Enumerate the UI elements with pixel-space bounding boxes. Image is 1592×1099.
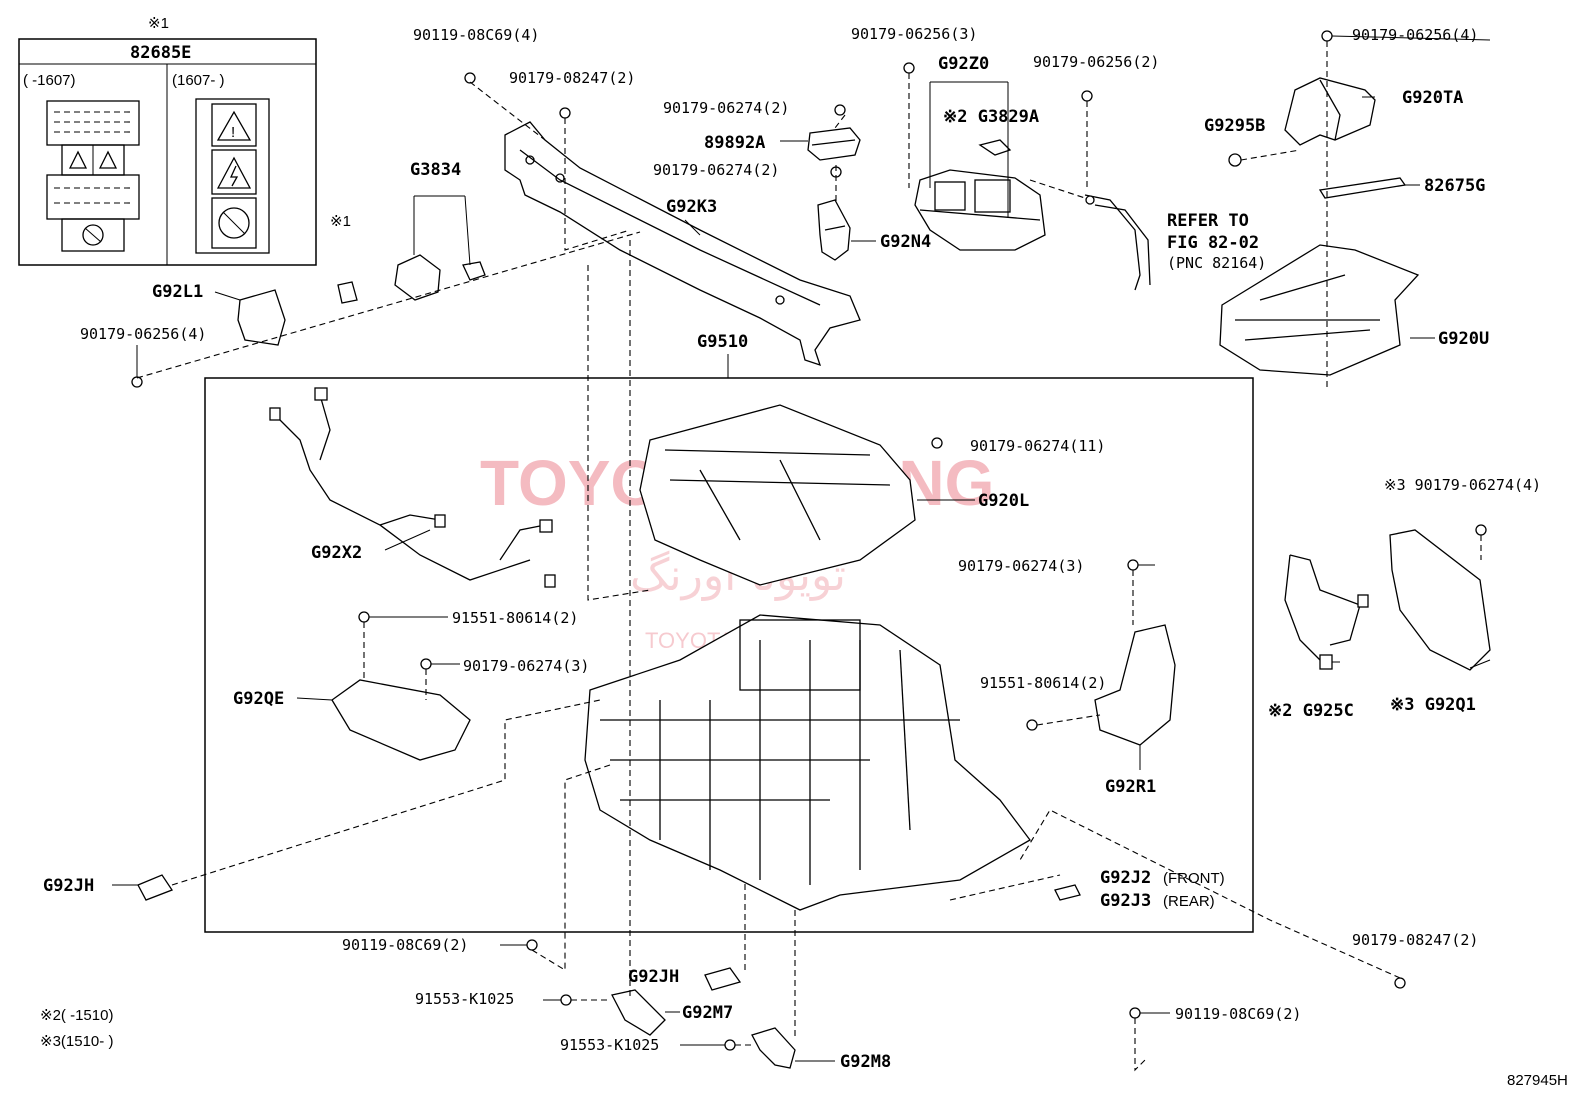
label-90179-06256-3: 90179-06256(3) <box>851 25 977 43</box>
part-g92qe <box>331 679 471 761</box>
part-g92k3 <box>504 121 861 367</box>
label-g92qe: G92QE <box>233 689 284 709</box>
label-g92n4: G92N4 <box>880 232 931 252</box>
part-cable-ref <box>1084 194 1151 291</box>
label-refer-3: (PNC 82164) <box>1167 254 1266 272</box>
label-90179-08247-2: 90179-08247(2) <box>509 69 635 87</box>
label-90179-06256-4-l: 90179-06256(4) <box>80 325 206 343</box>
part-g92r1 <box>1094 624 1176 746</box>
label-drawing-new: ! <box>195 98 270 254</box>
label-90179-06256-2: 90179-06256(2) <box>1033 53 1159 71</box>
dashed-assembly-lines <box>136 41 1482 1072</box>
label-rear: (REAR) <box>1163 893 1215 910</box>
inset-note-mark: ※1 <box>148 15 169 32</box>
label-g92jh-bottom: G92JH <box>628 967 679 987</box>
label-note1-small: ※1 <box>330 213 351 230</box>
label-90179-06274-2-b: 90179-06274(2) <box>653 161 779 179</box>
figure-id: 827945H <box>1507 1072 1568 1089</box>
label-90179-08247-2-r: 90179-08247(2) <box>1352 931 1478 949</box>
label-g3834: G3834 <box>410 160 461 180</box>
leader-lines <box>112 35 1491 1062</box>
inset-title: 82685E <box>130 43 191 63</box>
label-g92l1: G92L1 <box>152 282 203 302</box>
label-g920u: G920U <box>1438 329 1489 349</box>
label-refer-2: FIG 82-02 <box>1167 233 1259 253</box>
label-90119-08c69-2-b: 90119-08C69(2) <box>1175 1005 1301 1023</box>
label-90179-06274-3-l: 90179-06274(3) <box>463 657 589 675</box>
label-91553-k1025-b: 91553-K1025 <box>560 1036 659 1054</box>
label-g92jh-left: G92JH <box>43 876 94 896</box>
part-g3834 <box>394 195 486 301</box>
part-battery-assembly <box>584 614 1031 911</box>
part-g92j2 <box>1054 884 1081 901</box>
label-g92m7: G92M7 <box>682 1003 733 1023</box>
label-g9510: G9510 <box>697 332 748 352</box>
label-g92m8: G92M8 <box>840 1052 891 1072</box>
part-g92x2 <box>269 387 556 588</box>
label-g92j2: G92J2 <box>1100 868 1151 888</box>
part-g920u <box>1219 244 1420 376</box>
part-g92q1 <box>1389 529 1491 671</box>
part-g92l1 <box>237 289 286 346</box>
label-91553-k1025-a: 91553-K1025 <box>415 990 514 1008</box>
label-front: (FRONT) <box>1163 870 1225 887</box>
part-labels: 90119-08C69(4) 90179-08247(2) 90179-0627… <box>40 25 1568 1089</box>
label-90179-06274-2-a: 90179-06274(2) <box>663 99 789 117</box>
part-note1-label <box>337 281 358 304</box>
inset-left-range: ( -1607) <box>23 72 76 89</box>
part-89892a <box>807 104 861 178</box>
label-g92r1: G92R1 <box>1105 777 1156 797</box>
label-g925c: ※2 G925C <box>1268 701 1354 721</box>
part-g925c <box>1284 554 1369 670</box>
svg-text:!: ! <box>231 124 235 141</box>
footnote-2: ※2( -1510) <box>40 1007 113 1024</box>
part-g92m8 <box>751 1027 796 1069</box>
part-g92m7 <box>611 989 666 1036</box>
part-g920l <box>639 404 916 586</box>
label-g92j3: G92J3 <box>1100 891 1151 911</box>
label-drawing-old <box>46 100 140 252</box>
label-90179-06256-4-tr: 90179-06256(4) <box>1352 26 1478 44</box>
label-g92z0: G92Z0 <box>938 54 989 74</box>
label-91551-80614-2-r: 91551-80614(2) <box>980 674 1106 692</box>
warning-label-inset: ※1 82685E ( -1607) (1607- ) <box>18 15 317 266</box>
label-g92x2: G92X2 <box>311 543 362 563</box>
part-g92jh-bottom <box>704 967 742 991</box>
label-g9295b: G9295B <box>1204 116 1265 136</box>
part-g92jh-left <box>137 874 173 901</box>
label-90179-06274-11: 90179-06274(11) <box>970 437 1105 455</box>
label-g920l: G920L <box>978 491 1029 511</box>
part-82675g <box>1318 177 1407 199</box>
label-g92q1: ※3 G92Q1 <box>1390 695 1476 715</box>
inset-right-range: (1607- ) <box>172 72 225 89</box>
label-91551-80614-2-l: 91551-80614(2) <box>452 609 578 627</box>
part-g92n4 <box>817 199 851 261</box>
label-90179-06274-4-r: ※3 90179-06274(4) <box>1384 476 1541 494</box>
footnote-3: ※3(1510- ) <box>40 1033 113 1050</box>
label-82675g: 82675G <box>1424 176 1485 196</box>
label-90179-06274-3-r: 90179-06274(3) <box>958 557 1084 575</box>
assembly-box-g9510 <box>204 377 1254 933</box>
label-g920ta: G920TA <box>1402 88 1463 108</box>
part-g920ta <box>1284 77 1376 146</box>
label-g92k3: G92K3 <box>666 197 717 217</box>
label-90119-08c69-2-a: 90119-08C69(2) <box>342 936 468 954</box>
label-refer-1: REFER TO <box>1167 211 1249 231</box>
label-g3829a: ※2 G3829A <box>943 107 1039 127</box>
label-90119-08c69-4: 90119-08C69(4) <box>413 26 539 44</box>
part-g92z0 <box>914 81 1046 251</box>
label-89892a: 89892A <box>704 133 765 153</box>
